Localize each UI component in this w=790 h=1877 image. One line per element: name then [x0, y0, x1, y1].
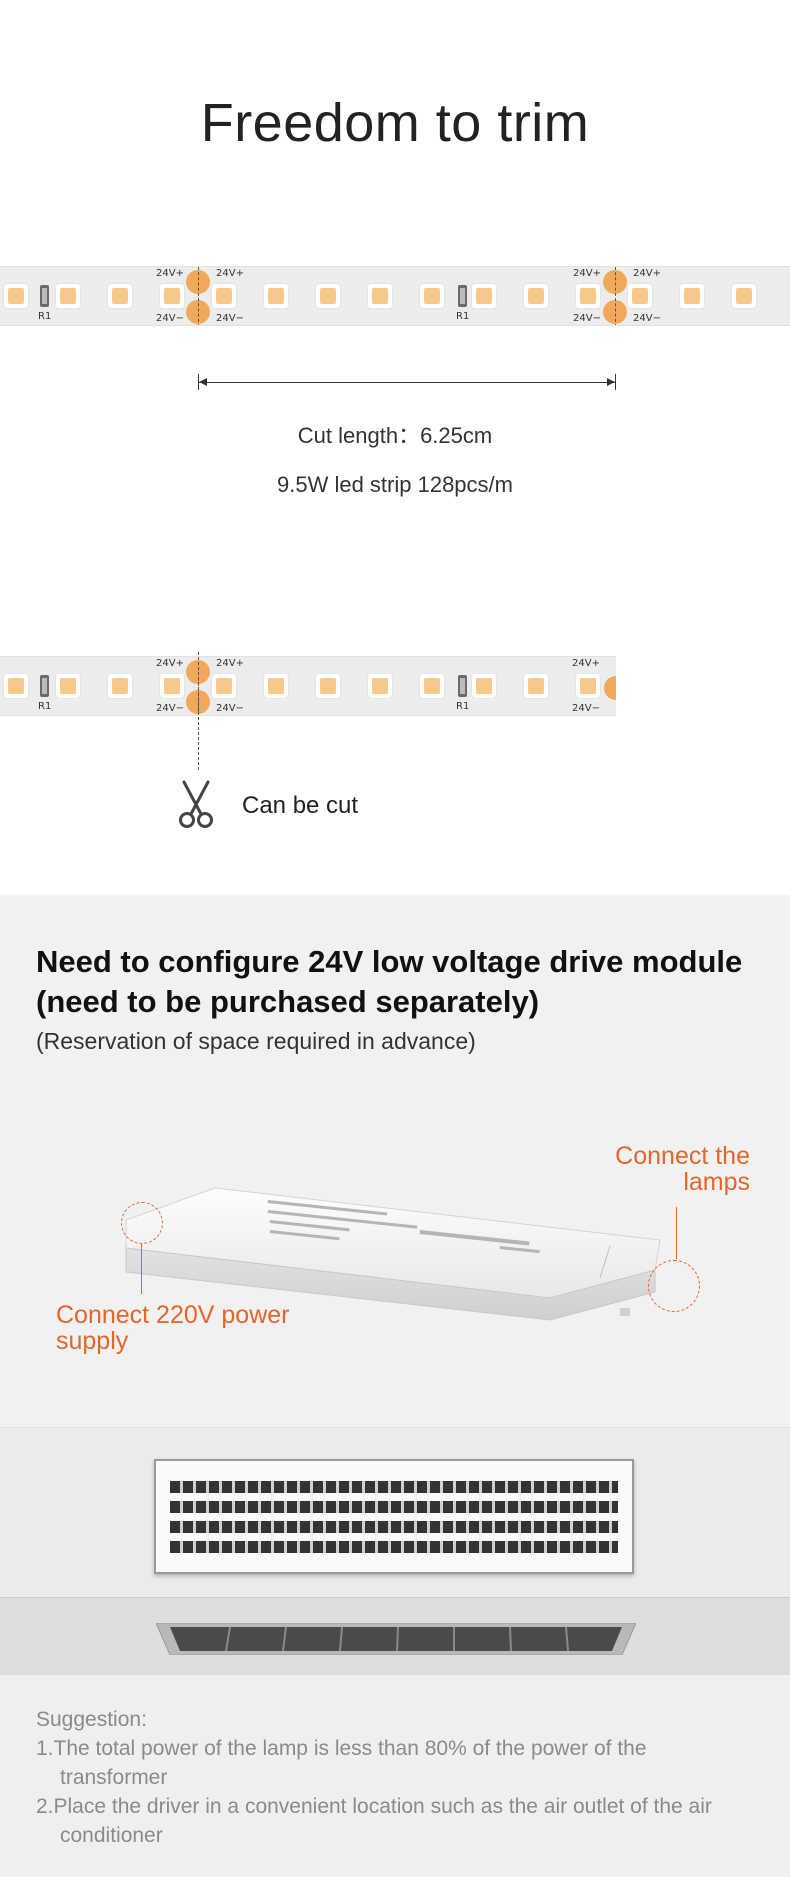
connect-lamps-label: Connect the lamps: [615, 1142, 750, 1196]
led-chip: [368, 674, 392, 698]
driver-subheading: (Reservation of space required in advanc…: [36, 1028, 476, 1054]
trim-section: [0, 0, 790, 895]
cut-mark: [198, 267, 199, 325]
suggestion-item: 2.Place the driver in a convenient locat…: [36, 1795, 712, 1847]
cut-mark: [615, 267, 616, 325]
led-chip: [472, 284, 496, 308]
voltage-plus-label: 24V+: [633, 268, 661, 279]
led-chip: [108, 284, 132, 308]
led-chip: [576, 674, 600, 698]
voltage-minus-label: 24V−: [573, 313, 601, 324]
led-chip: [472, 674, 496, 698]
led-chip: [212, 284, 236, 308]
led-chip: [420, 674, 444, 698]
connect-power-label: Connect 220V power supply: [56, 1301, 290, 1355]
led-chip: [56, 674, 80, 698]
ac-outlet-image: [156, 1623, 636, 1655]
led-chip: [264, 674, 288, 698]
voltage-plus-label: 24V+: [572, 658, 600, 669]
led-chip: [4, 674, 28, 698]
led-chip: [4, 284, 28, 308]
page-title: Freedom to trim: [200, 93, 590, 153]
resistor-label: R1: [456, 701, 470, 712]
resistor: [40, 285, 49, 307]
can-be-cut-label: Can be cut: [242, 792, 359, 819]
suggestion-section: [0, 1675, 790, 1877]
voltage-minus-label: 24V−: [216, 703, 244, 714]
resistor-label: R1: [456, 311, 470, 322]
strip-spec-text: 9.5W led strip 128pcs/m: [277, 472, 513, 497]
led-chip: [524, 284, 548, 308]
ceiling-vent-image: [154, 1459, 634, 1574]
led-chip: [524, 674, 548, 698]
resistor: [458, 285, 467, 307]
voltage-plus-label: 24V+: [216, 658, 244, 669]
voltage-minus-label: 24V−: [633, 313, 661, 324]
driver-heading: Need to configure 24V low voltage drive …: [36, 944, 743, 1019]
voltage-plus-label: 24V+: [216, 268, 244, 279]
led-chip: [56, 284, 80, 308]
lamps-callout-line: [676, 1207, 677, 1259]
led-chip: [732, 284, 756, 308]
led-chip: [264, 284, 288, 308]
led-strip-cut: R1 R1 24V+ 24V− 24V+ 24V− 24V+ 24V−: [0, 656, 616, 716]
cut-length-text: Cut length：6.25cm: [297, 423, 493, 448]
led-chip: [368, 284, 392, 308]
cut-guide-line: [198, 652, 199, 770]
power-callout-line: [141, 1244, 142, 1294]
led-chip: [680, 284, 704, 308]
suggestion-title: Suggestion:: [36, 1708, 147, 1731]
led-driver-image: [125, 1187, 661, 1321]
resistor-label: R1: [38, 701, 52, 712]
led-strip-full: R1 R1 24V+ 24V− 24V+ 24V− 24V+ 24V− 24V+ 24V−: [0, 266, 790, 326]
led-chip: [160, 674, 184, 698]
led-chip: [160, 284, 184, 308]
led-chip: [420, 284, 444, 308]
led-chip: [316, 674, 340, 698]
voltage-minus-label: 24V−: [216, 313, 244, 324]
led-chip: [576, 284, 600, 308]
led-chip: [316, 284, 340, 308]
lamps-connector-marker: [648, 1260, 700, 1312]
suggestion-item: 1.The total power of the lamp is less th…: [36, 1737, 647, 1789]
power-connector-marker: [121, 1202, 163, 1244]
resistor: [40, 675, 49, 697]
voltage-minus-label: 24V−: [156, 313, 184, 324]
voltage-plus-label: 24V+: [156, 268, 184, 279]
driver-section: [0, 895, 790, 1427]
led-chip: [108, 674, 132, 698]
resistor: [458, 675, 467, 697]
cut-length-dimension: [198, 374, 616, 390]
voltage-plus-label: 24V+: [156, 658, 184, 669]
resistor-label: R1: [38, 311, 52, 322]
led-chip: [212, 674, 236, 698]
voltage-minus-label: 24V−: [156, 703, 184, 714]
voltage-minus-label: 24V−: [572, 703, 600, 714]
solder-pad: [604, 676, 616, 700]
voltage-plus-label: 24V+: [573, 268, 601, 279]
led-chip: [628, 284, 652, 308]
scissors-icon: [179, 780, 213, 828]
